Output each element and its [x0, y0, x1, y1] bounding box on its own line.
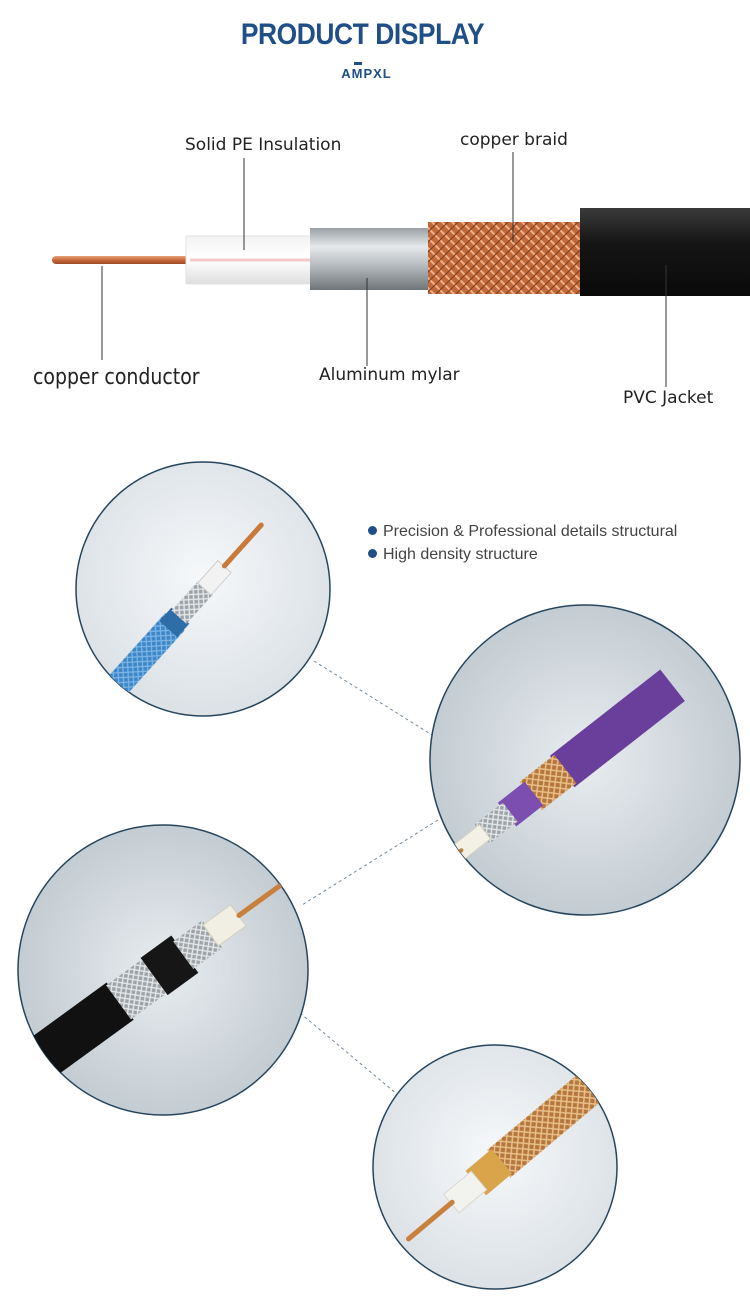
detail-photo-blue-cable [75, 461, 331, 717]
pvc-jacket-shape [580, 208, 750, 296]
detail-photo-black-cable [17, 824, 309, 1116]
detail-photo-gold-cable [372, 1044, 626, 1290]
bullet-icon [368, 526, 377, 535]
feature-text: Precision & Professional details structu… [383, 523, 678, 540]
detail-photo-purple-cable [404, 604, 741, 916]
cable-detail-gallery [17, 461, 741, 1290]
copper-conductor-shape [52, 256, 192, 264]
label-solid-pe-insulation: Solid PE Insulation [185, 135, 342, 155]
feature-item: High density structure [368, 543, 677, 566]
bullet-icon [368, 549, 377, 558]
feature-list: Precision & Professional details structu… [368, 520, 677, 566]
feature-item: Precision & Professional details structu… [368, 520, 677, 543]
cable-illustration [52, 152, 750, 387]
brand-logo: AMPXL [341, 66, 392, 81]
cable-structure-diagram: Solid PE Insulation copper braid copper … [0, 90, 750, 435]
label-aluminum-mylar: Aluminum mylar [319, 365, 460, 385]
brand-mark [354, 62, 362, 65]
label-copper-braid: copper braid [460, 130, 568, 150]
header: PRODUCT DISPLAY AMPXL [0, 0, 750, 90]
label-pvc-jacket: PVC Jacket [623, 388, 714, 408]
label-copper-conductor: copper conductor [33, 365, 200, 390]
aluminum-mylar-shape [310, 228, 430, 290]
copper-braid-shape [428, 222, 588, 294]
feature-text: High density structure [383, 546, 538, 563]
page-title: PRODUCT DISPLAY [240, 18, 485, 51]
